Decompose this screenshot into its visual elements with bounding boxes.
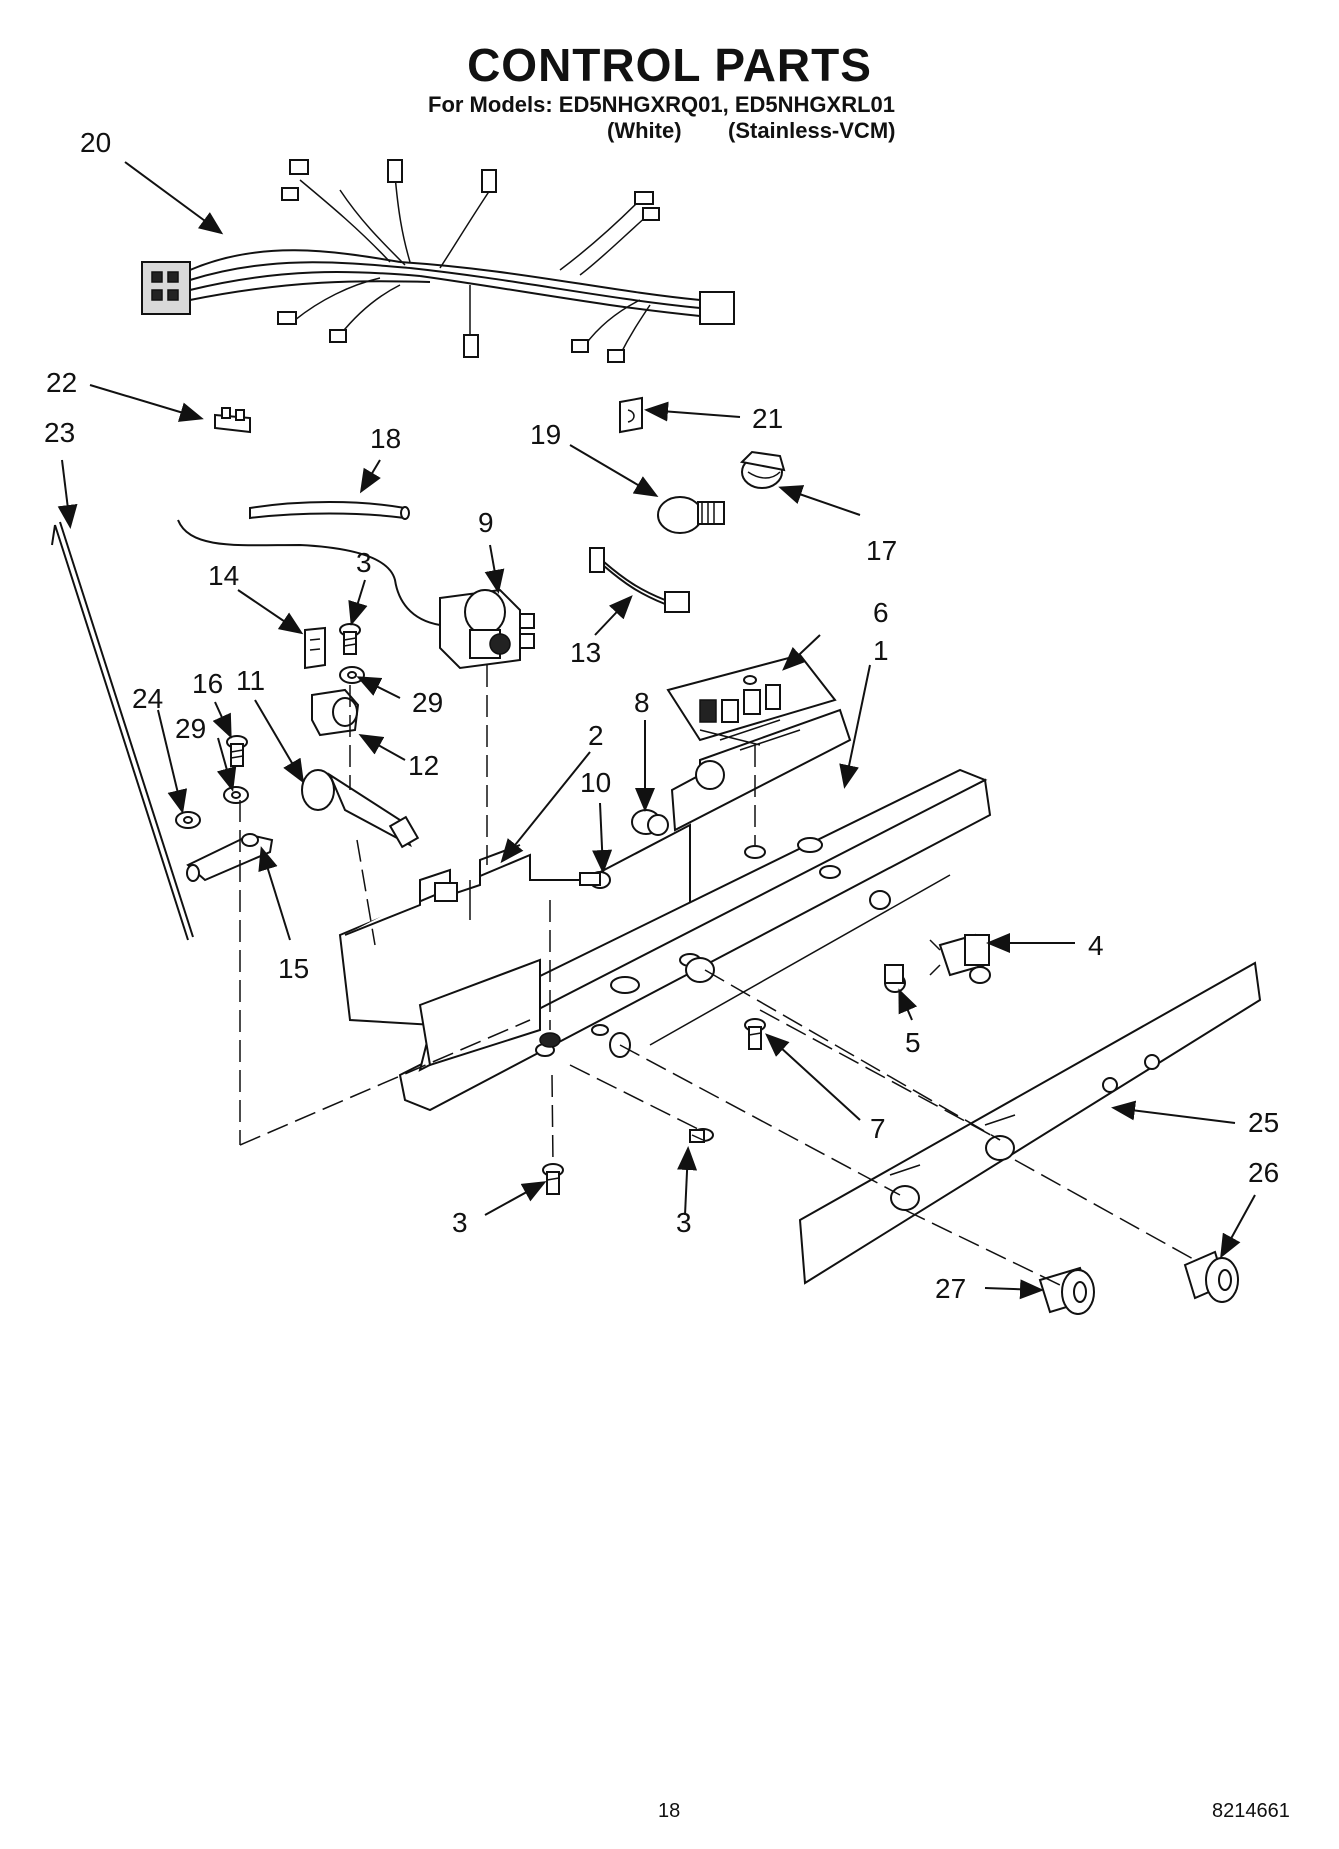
clip-22 [214, 407, 251, 434]
shaft-11 [301, 769, 420, 849]
screw-3-upper [339, 623, 361, 655]
bracket-14 [304, 626, 326, 670]
bracket-12 [311, 688, 360, 737]
callout-labels: 20 22 21 23 18 19 17 9 3 14 13 6 1 16 11… [44, 127, 1279, 1304]
callout-4: 4 [1088, 930, 1104, 961]
grommet-8 [631, 809, 669, 836]
models-line: For Models: ED5NHGXRQ01, ED5NHGXRL01 [428, 92, 895, 117]
document-number: 8214661 [1212, 1800, 1290, 1822]
callout-10: 10 [580, 767, 611, 798]
bracket-21 [619, 396, 643, 434]
callout-17: 17 [866, 535, 897, 566]
callout-29-right: 29 [412, 687, 443, 718]
callout-18: 18 [370, 423, 401, 454]
variant-stainless: (Stainless-VCM) [728, 118, 896, 143]
callout-5: 5 [905, 1027, 921, 1058]
page-title: CONTROL PARTS [467, 39, 872, 91]
callout-1: 1 [873, 635, 889, 666]
callout-13: 13 [570, 637, 601, 668]
alignment-lines [239, 665, 1196, 1286]
callout-26: 26 [1248, 1157, 1279, 1188]
callout-2: 2 [588, 720, 604, 751]
switch-4 [929, 933, 991, 984]
button-26 [1183, 1250, 1239, 1303]
callout-22: 22 [46, 367, 77, 398]
callout-7: 7 [870, 1113, 886, 1144]
callout-3-lower-right: 3 [676, 1207, 692, 1238]
callout-3-top: 3 [356, 547, 372, 578]
callout-8: 8 [634, 687, 650, 718]
tube-18 [249, 501, 410, 520]
callout-25: 25 [1248, 1107, 1279, 1138]
leader-arrows [57, 161, 1256, 1300]
callout-29-left: 29 [175, 713, 206, 744]
callout-11: 11 [236, 665, 265, 696]
lever-15 [186, 833, 274, 882]
callout-24: 24 [132, 683, 163, 714]
page-number: 18 [658, 1800, 681, 1822]
callout-9: 9 [478, 507, 494, 538]
control-board-6 [666, 653, 837, 751]
screw-7 [744, 1018, 766, 1050]
callout-15: 15 [278, 953, 309, 984]
screw-10 [579, 871, 611, 889]
indicator-5 [884, 964, 906, 993]
callout-16: 16 [192, 668, 223, 699]
callout-27: 27 [935, 1273, 966, 1304]
callout-20: 20 [80, 127, 111, 158]
screw-16 [226, 735, 248, 767]
control-9 [439, 588, 535, 670]
callout-23: 23 [44, 417, 75, 448]
bulb-19 [657, 496, 725, 534]
callout-12: 12 [408, 750, 439, 781]
callout-6: 6 [873, 597, 889, 628]
screw-3-lower-left [542, 1163, 564, 1195]
wire-harness-20 [141, 159, 735, 363]
callout-14: 14 [208, 560, 239, 591]
panel-25 [798, 961, 1262, 1285]
screw-3-lower-right [689, 1128, 714, 1143]
knob-27 [1038, 1266, 1095, 1315]
variant-white: (White) [607, 118, 682, 143]
callout-3-lower-left: 3 [452, 1207, 468, 1238]
connector-13 [589, 547, 690, 613]
socket-17 [739, 450, 786, 489]
control-housing-1 [398, 708, 992, 1112]
callout-19: 19 [530, 419, 561, 450]
rod-23 [51, 521, 194, 941]
callout-21: 21 [752, 403, 783, 434]
